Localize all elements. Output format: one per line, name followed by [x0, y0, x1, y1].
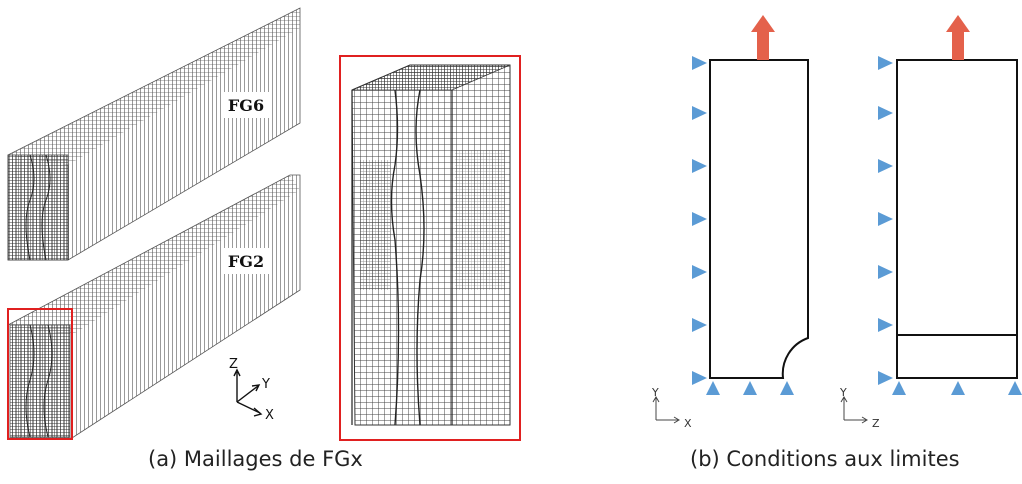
highlight-box-small: [7, 308, 73, 440]
mesh-fg6: [7, 7, 301, 261]
side-supports-right: [878, 56, 893, 385]
fg2-label: FG2: [228, 252, 264, 271]
axis-x-label-left: X: [684, 417, 692, 430]
bottom-supports-right: [892, 381, 1022, 395]
fg2-label-box: [222, 248, 270, 274]
specimen-outline-xy: [709, 59, 809, 379]
axis-z-label-right: Z: [872, 417, 880, 430]
axis-y-label-right: Y: [839, 386, 847, 399]
axis-y-label-left: Y: [651, 386, 659, 399]
axis-y-label: Y: [261, 377, 270, 392]
bottom-supports-left: [706, 381, 794, 395]
axis-triad-3d: [233, 368, 263, 417]
panel-b: Y X Y: [651, 15, 1022, 430]
highlight-box-zoom: [339, 55, 521, 441]
caption-a: (a) Maillages de FGx: [148, 447, 363, 471]
mesh-fg2: [7, 174, 301, 439]
caption-b: (b) Conditions aux limites: [690, 447, 960, 471]
panel-a: FG6 FG2 Z Y X: [7, 7, 521, 441]
fg6-label-box: [222, 92, 270, 118]
specimen-outline-yz: [896, 59, 1018, 379]
axis-xy-small: [652, 396, 680, 424]
axis-x-label: X: [265, 408, 274, 423]
load-arrow-left: [751, 15, 775, 60]
zoomed-mesh: [351, 64, 511, 426]
side-supports-left: [692, 56, 707, 385]
axis-yz-small: [840, 396, 868, 424]
load-arrow-right: [946, 15, 970, 60]
axis-z-label: Z: [229, 357, 238, 372]
fg6-label: FG6: [228, 96, 264, 115]
